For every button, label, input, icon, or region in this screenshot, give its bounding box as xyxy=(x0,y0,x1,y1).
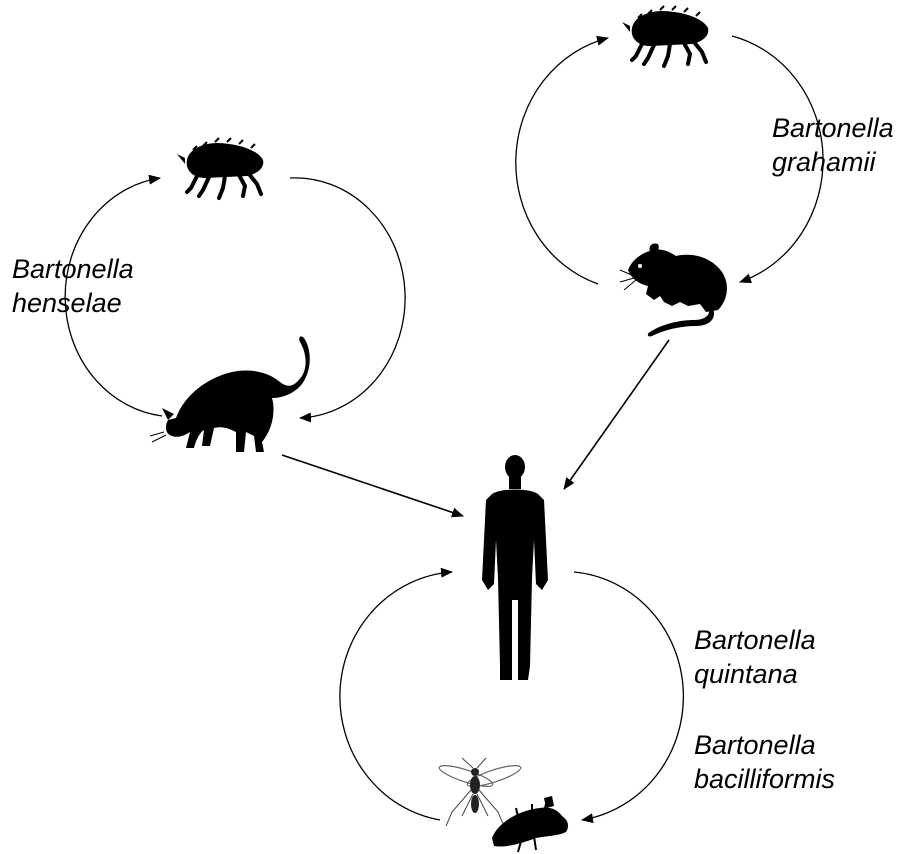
arrow-cat-to-human xyxy=(282,455,463,516)
human-icon xyxy=(482,455,548,680)
louse-icon xyxy=(492,796,568,852)
label-species: bacilliformis xyxy=(694,762,835,796)
label-genus: Bartonella xyxy=(772,111,894,145)
cycle-arrow-vector-to-human xyxy=(340,572,452,820)
label-genus: Bartonella xyxy=(694,623,816,657)
label-bartonella-grahamii: Bartonella grahamii xyxy=(772,111,894,179)
cat-icon xyxy=(150,336,310,452)
sandfly-icon xyxy=(438,758,523,826)
label-bartonella-henselae: Bartonella henselae xyxy=(12,252,134,320)
label-genus: Bartonella xyxy=(12,252,134,286)
label-species: henselae xyxy=(12,286,134,320)
label-species: quintana xyxy=(694,657,816,691)
cycle-arrow-flea-to-cat xyxy=(290,178,405,418)
label-bartonella-quintana: Bartonella quintana xyxy=(694,623,816,691)
rat-icon xyxy=(620,243,727,336)
cycle-arrow-human-to-vector xyxy=(574,572,683,820)
flea-icon xyxy=(177,138,263,198)
label-genus: Bartonella xyxy=(694,728,835,762)
label-bartonella-bacilliformis: Bartonella bacilliformis xyxy=(694,728,835,796)
flea-icon xyxy=(622,6,708,66)
arrow-rat-to-human xyxy=(564,340,669,489)
label-species: grahamii xyxy=(772,145,894,179)
cycle-arrow-rat-to-flea xyxy=(516,38,608,284)
